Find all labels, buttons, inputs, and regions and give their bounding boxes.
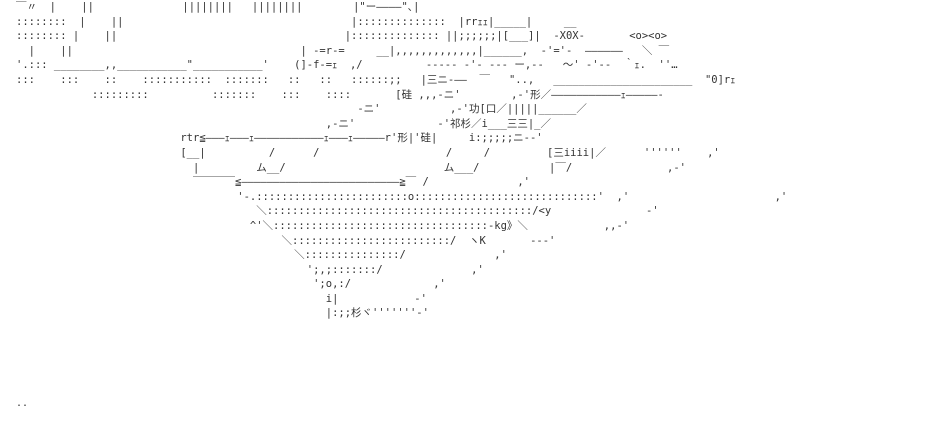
art-line-18: ＼:::::::::::::::/ ,': [16, 249, 507, 262]
ascii-art-canvas: ￣〃 | || |||||||| |||||||| |"ー――――"､|::::…: [16, 0, 787, 365]
art-line-22: |:;;杉ヾ'''''''‐': [16, 307, 429, 320]
art-line-4: | || | ‐=r‐= __|,,,,,,,,,,,,,|______, ‐'…: [16, 44, 670, 57]
art-line-12: | ム__/ ム___/ |￣/ ,‐': [16, 161, 686, 174]
art-line-5: '.::: ________,,___________"___________'…: [16, 59, 678, 72]
art-line-3: :::::::: | || |:::::::::::::: ||;;;;;;|[…: [16, 30, 668, 43]
art-line-9: ,‐ニ' ‐'祁杉／i___三三|_／: [16, 117, 551, 130]
art-line-15: ＼:::::::::::::::::::::::::::::::::::::::…: [16, 205, 659, 218]
art-line-6: ::: ::: :: ::::::::::: ::::::: :: :: :::…: [16, 73, 736, 86]
art-line-17: ＼:::::::::::::::::::::::::/ ヽK ‐‐‐': [16, 234, 556, 247]
art-line-8: ‐ニ' ,‐'功[口／|||||______／: [16, 103, 587, 116]
art-line-14: '‐.::::::::::::::::::::::::o::::::::::::…: [16, 190, 788, 203]
art-line-7: ::::::::: ::::::: ::: :::: [硅 ,,,‐ニ' ,‐'…: [16, 88, 664, 101]
art-line-10: rtr≦―――ｪ―――ｪ―――――――――――ｪ―――ｪ―――――r'形|'硅|…: [16, 132, 543, 145]
art-line-21: i| ‐': [16, 292, 427, 305]
art-line-24: [16, 336, 787, 351]
art-line-20: ';o,:/ ,': [16, 278, 446, 291]
art-line-25: [16, 350, 787, 365]
art-line-1: ￣〃 | || |||||||| |||||||| |"ー――――"､|: [16, 1, 420, 13]
art-line-11: [__| / / / / [三iiii|／ '''''' ,': [16, 146, 720, 159]
art-line-19: ';,;:::::::/ ,': [16, 263, 484, 276]
art-line-23: [16, 321, 787, 336]
footer-mark: ..: [16, 398, 29, 409]
art-line-2: :::::::: | || |:::::::::::::: |rrｪｪ|____…: [16, 15, 577, 28]
art-line-13: ￣￣￣￣≦―――――――――――――――――――――――――≧￣ / ,': [16, 176, 530, 189]
art-line-16: ^'＼::::::::::::::::::::::::::::::::::‐kg…: [16, 219, 630, 232]
